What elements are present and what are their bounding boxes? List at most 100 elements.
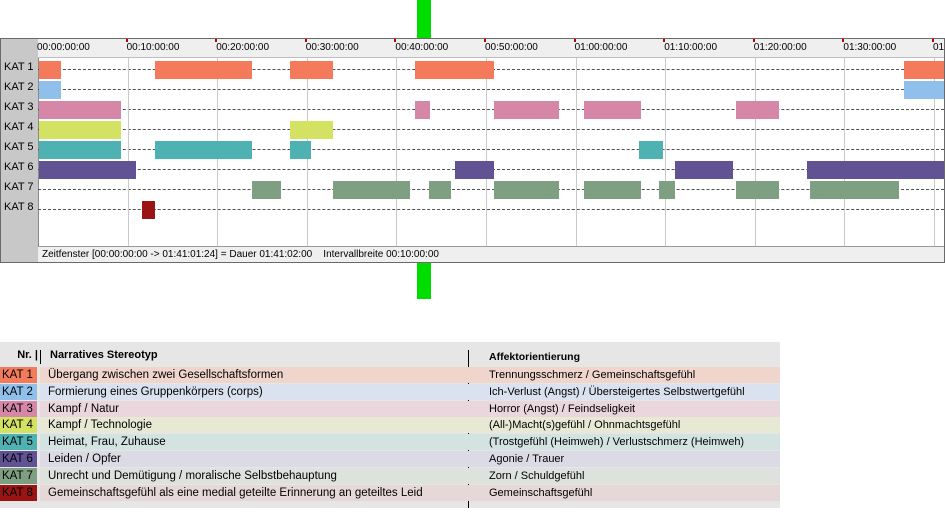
header-stereotype: Narratives Stereotyp — [50, 349, 158, 361]
playhead-marker-top[interactable] — [417, 0, 431, 38]
segment-kat-5[interactable] — [39, 141, 122, 159]
tick-label: 00:00:00:00 — [37, 42, 90, 53]
segment-kat-3[interactable] — [39, 101, 122, 119]
segment-kat-7[interactable] — [332, 181, 410, 199]
row-label-4: KAT 4 — [4, 121, 34, 133]
time-gridline — [934, 58, 935, 246]
segment-kat-1[interactable] — [903, 61, 944, 79]
legend-row-background — [40, 434, 780, 451]
tick-marker — [304, 39, 307, 42]
stereotype-text: Gemeinschaftsgefühl als eine medial gete… — [48, 486, 423, 499]
row-label-6: KAT 6 — [4, 161, 34, 173]
segment-kat-8[interactable] — [142, 201, 156, 219]
legend-row-kat-1: KAT 1 Übergang zwischen zwei Gesellschaft… — [0, 367, 780, 383]
category-badge: KAT 3 — [0, 400, 37, 417]
row-label-8: KAT 8 — [4, 201, 34, 213]
stereotype-text: Kampf / Natur — [48, 402, 119, 415]
legend-row-background — [40, 467, 780, 484]
segment-kat-7[interactable] — [494, 181, 559, 199]
track-guide-line — [38, 129, 944, 130]
stereotype-text: Leiden / Opfer — [48, 453, 121, 465]
segment-kat-4[interactable] — [289, 121, 333, 139]
legend-row-kat-8: KAT 8 Gemeinschaftsgefühl als eine medial… — [0, 484, 780, 501]
segment-kat-6[interactable] — [806, 161, 944, 179]
row-label-1: KAT 1 — [4, 61, 34, 73]
segment-kat-7[interactable] — [659, 181, 676, 199]
segment-kat-4[interactable] — [39, 121, 122, 139]
legend-row-background — [40, 484, 780, 501]
segment-kat-6[interactable] — [454, 161, 495, 179]
category-badge: KAT 7 — [0, 467, 37, 484]
tick-marker — [215, 39, 218, 42]
row-label-3: KAT 3 — [4, 101, 34, 113]
category-badge: KAT 5 — [0, 434, 37, 451]
nr-header-separator — [40, 350, 41, 364]
segment-kat-1[interactable] — [39, 61, 62, 79]
affect-text: Ich-Verlust (Angst) / Übersteigertes Sel… — [489, 385, 745, 398]
tick-marker — [752, 39, 755, 42]
category-badge: KAT 8 — [0, 484, 37, 501]
tick-marker — [394, 39, 397, 42]
segment-kat-7[interactable] — [252, 181, 281, 199]
segment-kat-5[interactable] — [289, 141, 312, 159]
segment-kat-7[interactable] — [583, 181, 642, 199]
segment-kat-7[interactable] — [428, 181, 452, 199]
tick-label: 01:10:00:00 — [664, 42, 718, 53]
category-badge: KAT 2 — [0, 383, 37, 400]
segment-kat-1[interactable] — [155, 61, 253, 79]
stereotype-text: Kampf / Technologie — [48, 419, 152, 432]
segment-kat-6[interactable] — [675, 161, 733, 179]
segment-kat-3[interactable] — [415, 101, 430, 119]
affect-text: Zorn / Schuldgefühl — [489, 469, 585, 482]
segment-kat-5[interactable] — [155, 141, 253, 159]
legend-row-background — [40, 383, 780, 400]
segment-kat-1[interactable] — [289, 61, 333, 79]
legend-row-background — [40, 417, 780, 434]
affect-text: (All-)Macht(s)gefühl / Ohnmachtsgefühl — [489, 419, 681, 432]
track-guide-line — [38, 189, 944, 190]
legend-header-row: Nr. | Narratives Stereotyp Affektorienti… — [0, 347, 780, 363]
row-label-5: KAT 5 — [4, 141, 34, 153]
tick-label: 00:30:00:00 — [305, 42, 359, 53]
segment-kat-3[interactable] — [494, 101, 559, 119]
tick-marker — [125, 39, 128, 42]
time-gridline — [127, 58, 129, 246]
header-affect: Affektorientierung — [489, 351, 581, 363]
segment-kat-5[interactable] — [639, 141, 663, 159]
legend-row-kat-3: KAT 3 Kampf / Natur Horror (Angst) / Feind… — [0, 400, 780, 417]
segment-kat-2[interactable] — [39, 81, 62, 99]
segment-kat-7[interactable] — [736, 181, 780, 199]
time-gridline — [396, 58, 398, 246]
affect-text: Trennungsschmerz / Gemeinschaftsgefühl — [489, 369, 696, 381]
tick-marker — [932, 39, 934, 42]
status-bar: Zeitfenster [00:00:00:00 -> 01:41:01:24]… — [38, 246, 944, 262]
segment-kat-3[interactable] — [736, 101, 780, 119]
category-badge: KAT 1 — [0, 367, 37, 383]
playhead-marker-bottom[interactable] — [417, 263, 431, 299]
tick-marker — [842, 39, 845, 42]
tick-label: 00:20:00:00 — [216, 42, 270, 53]
tick-label: 01 — [933, 42, 945, 53]
tick-label: 00:10:00:00 — [126, 42, 180, 53]
time-gridline — [486, 58, 487, 246]
tick-label: 01:20:00:00 — [753, 42, 807, 53]
segment-kat-3[interactable] — [583, 101, 642, 119]
segment-kat-2[interactable] — [903, 81, 944, 99]
category-legend-table: Nr. | Narratives Stereotyp Affektorienti… — [0, 342, 780, 508]
time-gridline — [665, 58, 667, 246]
segment-kat-6[interactable] — [39, 161, 136, 179]
time-ruler[interactable]: 00:00:00:00 00:10:00:00 00:20:00:00 00:30:0… — [37, 39, 945, 58]
tick-label: 01:30:00:00 — [843, 42, 897, 53]
segment-kat-7[interactable] — [809, 181, 900, 199]
segment-kat-1[interactable] — [415, 61, 495, 79]
track-guide-line — [38, 109, 944, 110]
stereotype-text: Übergang zwischen zwei Gesellschaftsform… — [48, 369, 284, 381]
time-gridline — [754, 58, 756, 246]
affect-text: Horror (Angst) / Feindseligkeit — [489, 402, 636, 415]
